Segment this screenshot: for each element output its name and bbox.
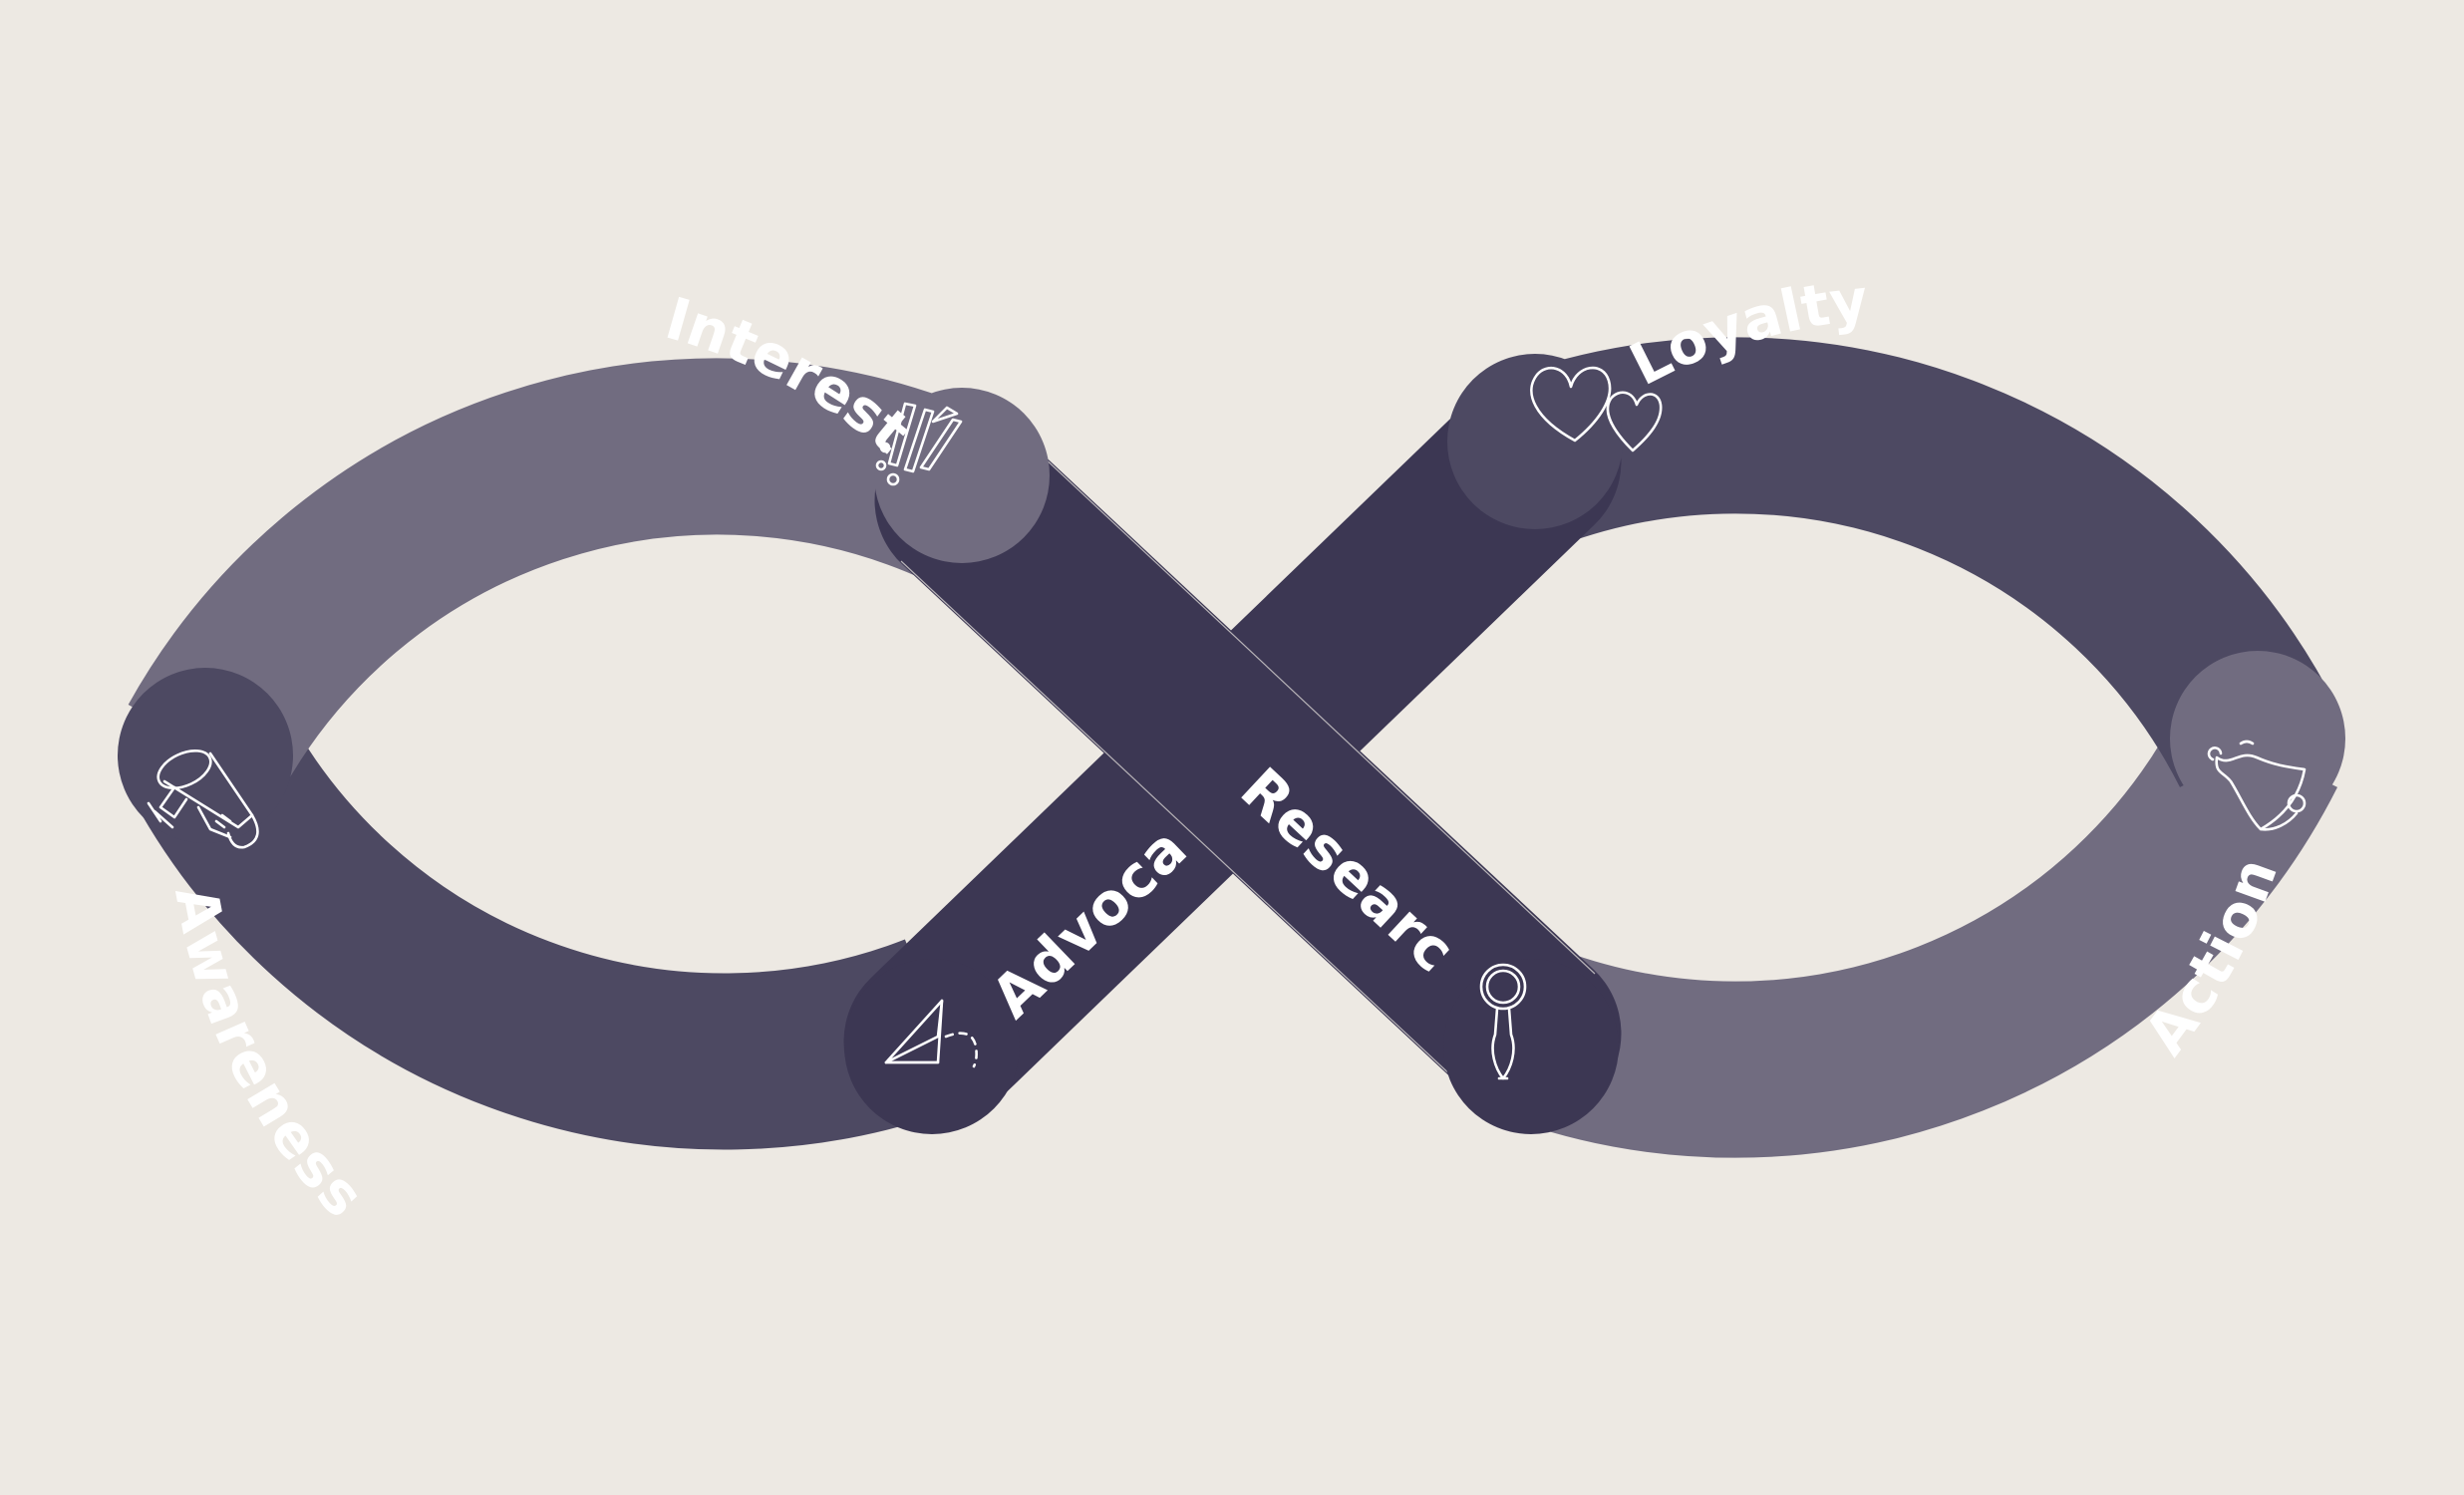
segment-research xyxy=(874,412,1622,1122)
megaphone-icon xyxy=(147,748,259,849)
segment-loyalty xyxy=(1502,337,2337,788)
cap-research xyxy=(1443,959,1619,1134)
cap-loyalty xyxy=(1447,354,1623,529)
sparkle-lines-icon xyxy=(875,402,963,486)
magnifying-glass-icon xyxy=(1479,963,1527,1080)
segment-interest xyxy=(128,358,1000,791)
crossing-edge-top xyxy=(1024,439,1596,975)
crossing-edge-bottom xyxy=(900,560,1472,1095)
hearts-icon xyxy=(1530,366,1663,452)
segment-action xyxy=(1502,707,2337,1158)
paper-plane-icon xyxy=(884,999,978,1068)
cap-advocacy xyxy=(844,959,1020,1134)
bell-icon xyxy=(2207,740,2307,831)
segment-awareness xyxy=(127,706,970,1150)
cap-action xyxy=(2170,651,2345,826)
cap-awareness xyxy=(118,668,293,843)
